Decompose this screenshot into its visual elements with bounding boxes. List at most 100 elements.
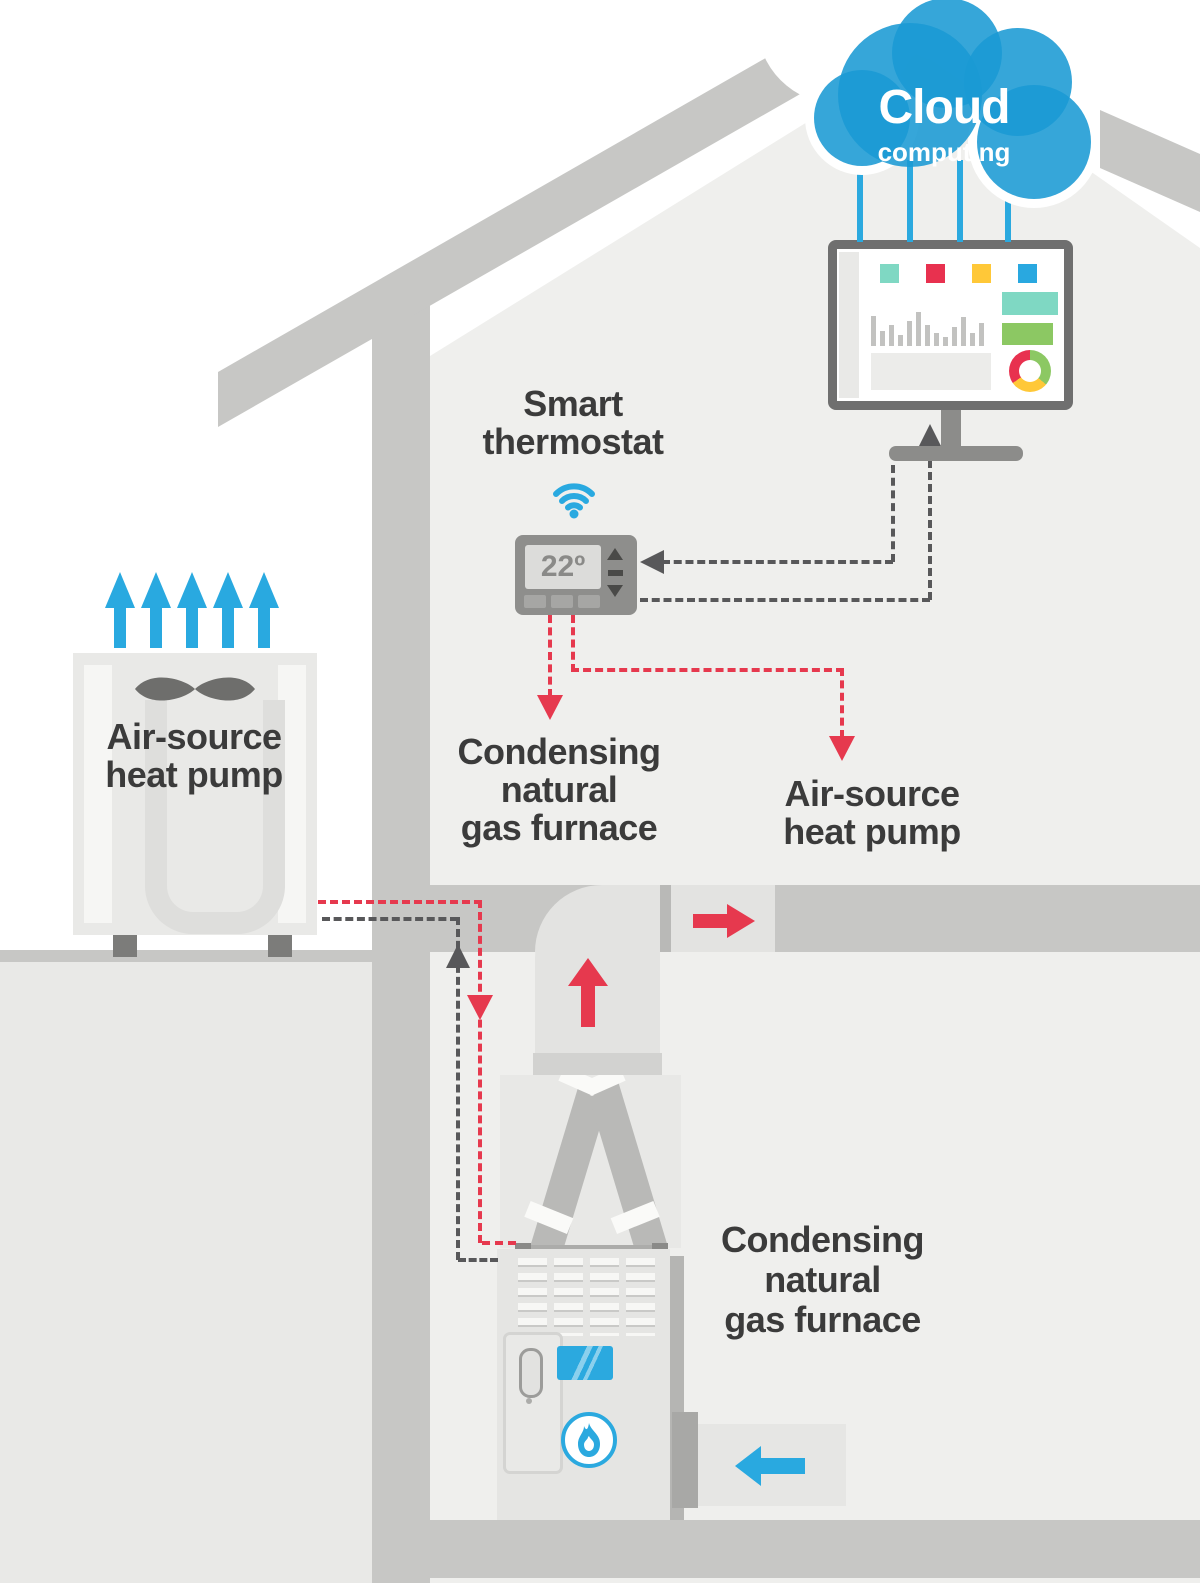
condensing-furnace-label-line1: Condensing bbox=[457, 731, 661, 772]
thermostat-button-2[interactable] bbox=[551, 595, 573, 608]
basement-floor-slab bbox=[430, 1520, 1200, 1578]
furnace-door-screw bbox=[526, 1398, 532, 1404]
heat-pump-foot-left bbox=[113, 935, 137, 957]
intake-air-arrow-shaft bbox=[761, 1458, 805, 1474]
condensing-furnace-label-line2: natural bbox=[500, 769, 618, 810]
monitor-panel-green bbox=[1002, 323, 1053, 345]
furnace-to-heatpump-line-gray bbox=[456, 917, 460, 1260]
heat-pump-air-arrow-icon bbox=[249, 572, 279, 608]
monitor-panel-teal bbox=[1002, 292, 1058, 315]
airflow-right-arrow-shaft bbox=[693, 914, 729, 928]
furnace-to-heatpump-arrow bbox=[446, 944, 470, 968]
monitor-to-thermostat-line bbox=[662, 560, 893, 564]
house-left-wall bbox=[372, 300, 430, 1583]
furnace-heat-exchanger bbox=[524, 1075, 668, 1247]
roof-right-band bbox=[1100, 110, 1200, 212]
intake-air-arrow-icon bbox=[735, 1446, 761, 1486]
thermostat-to-furnace-arrow bbox=[537, 695, 563, 720]
heat-pump-air-arrow-shaft bbox=[258, 606, 270, 648]
furnace-sight-glass bbox=[557, 1346, 613, 1380]
monitor-bar bbox=[970, 333, 975, 346]
monitor-content-block bbox=[871, 353, 991, 390]
cloud-label: Cloud computing bbox=[830, 80, 1058, 168]
monitor-kpi-square bbox=[926, 264, 945, 283]
basement-furnace-label-line3: gas furnace bbox=[724, 1299, 921, 1340]
smart-thermostat-label-line2: thermostat bbox=[482, 421, 664, 462]
thermostat-to-heatpump-line bbox=[571, 615, 575, 672]
cloud-shape bbox=[977, 85, 1091, 199]
monitor-bar bbox=[952, 327, 957, 346]
furnace-to-heatpump-line-gray bbox=[322, 917, 458, 921]
monitor-bar bbox=[916, 312, 921, 346]
thermostat-to-heatpump-arrow bbox=[829, 736, 855, 761]
airflow-up-arrow-icon bbox=[568, 958, 608, 986]
heat-pump-air-arrow-shaft bbox=[114, 606, 126, 648]
fan-icon bbox=[135, 677, 255, 701]
furnace-top-cap bbox=[533, 1053, 662, 1075]
furnace-flange-line bbox=[515, 1245, 668, 1249]
duct-separator bbox=[660, 885, 671, 952]
furnace-flange-left bbox=[515, 1243, 531, 1253]
gas-flame-emblem bbox=[561, 1412, 617, 1468]
cloud-stem bbox=[957, 160, 963, 242]
thermostat-up-button[interactable] bbox=[607, 548, 623, 560]
heatpump-to-furnace-line-red bbox=[318, 900, 482, 904]
heat-pump-air-arrow-icon bbox=[141, 572, 171, 608]
cloud-stem bbox=[907, 160, 913, 242]
monitor-donut-hole bbox=[1019, 360, 1041, 382]
furnace-flange-right bbox=[652, 1243, 668, 1253]
cloud-shape bbox=[838, 23, 982, 167]
cloud-stem bbox=[857, 160, 863, 242]
thermostat-down-button[interactable] bbox=[607, 585, 623, 597]
thermostat-to-furnace-line bbox=[548, 615, 552, 697]
heatpump-to-furnace-arrow bbox=[467, 995, 493, 1020]
basement-floor-edge bbox=[430, 1578, 1200, 1583]
wifi-icon bbox=[553, 483, 595, 519]
thermostat-button-1[interactable] bbox=[524, 595, 546, 608]
monitor-kpi-square bbox=[880, 264, 899, 283]
exterior-soil bbox=[0, 962, 372, 1583]
heat-pump-unit-label: Air-source heat pump bbox=[78, 718, 310, 794]
flame-icon bbox=[578, 1423, 600, 1457]
monitor-bar bbox=[871, 316, 876, 346]
heat-pump-trim-left bbox=[84, 665, 112, 923]
monitor-to-thermostat-line bbox=[891, 465, 895, 562]
monitor-sidebar bbox=[839, 252, 859, 398]
thermostat-mid-button[interactable] bbox=[608, 570, 623, 576]
monitor-kpi-square bbox=[1018, 264, 1037, 283]
monitor-bar bbox=[979, 323, 984, 346]
heatpump-to-furnace-line-red bbox=[482, 1241, 516, 1245]
smart-thermostat-label: Smart thermostat bbox=[453, 385, 693, 461]
heat-pump-unit-label-line1: Air-source bbox=[106, 716, 282, 757]
monitor-bar bbox=[961, 317, 966, 346]
airflow-up-arrow-shaft bbox=[581, 985, 595, 1027]
heat-pump-foot-right bbox=[268, 935, 292, 957]
monitor-bar bbox=[880, 331, 885, 346]
cloud-subtitle: computing bbox=[877, 137, 1011, 167]
thermostat-button-3[interactable] bbox=[578, 595, 600, 608]
roof bbox=[218, 0, 1200, 427]
monitor-kpi-square bbox=[972, 264, 991, 283]
cloud-title: Cloud bbox=[878, 81, 1011, 134]
monitor-bar bbox=[934, 333, 939, 346]
condensing-furnace-label: Condensing natural gas furnace bbox=[430, 733, 688, 847]
heat-pump-air-arrow-shaft bbox=[222, 606, 234, 648]
monitor-bar bbox=[898, 335, 903, 346]
heat-pump-coil-pipe bbox=[145, 700, 285, 934]
basement-furnace-label-line1: Condensing bbox=[721, 1219, 924, 1260]
airsource-heatpump-label-line1: Air-source bbox=[784, 773, 960, 814]
heat-pump-air-arrow-shaft bbox=[186, 606, 198, 648]
thermostat-to-heatpump-line bbox=[571, 668, 844, 672]
smart-thermostat-label-line1: Smart bbox=[523, 383, 623, 424]
monitor-bar bbox=[889, 325, 894, 346]
heat-pump-air-arrow-icon bbox=[105, 572, 135, 608]
monitor-neck bbox=[941, 408, 961, 448]
basement-furnace-label-line2: natural bbox=[764, 1259, 881, 1300]
heat-pump-air-arrow-icon bbox=[177, 572, 207, 608]
airsource-heatpump-label-line2: heat pump bbox=[783, 811, 961, 852]
monitor-bar bbox=[907, 321, 912, 346]
monitor-to-thermostat-arrow bbox=[640, 550, 664, 574]
monitor-bar bbox=[943, 337, 948, 346]
thermostat-to-monitor-line bbox=[928, 448, 932, 600]
